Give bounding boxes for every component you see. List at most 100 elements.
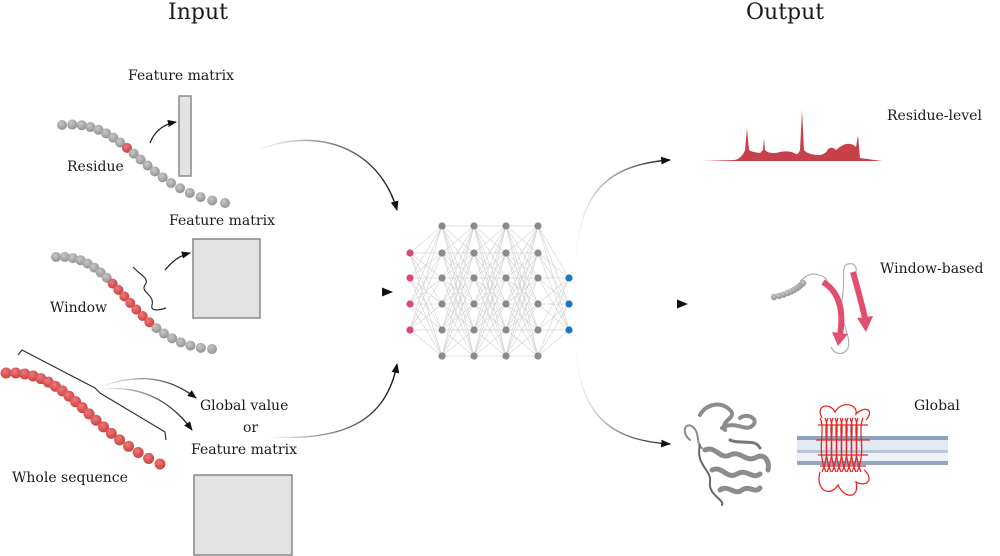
whole-sequence-label: Whole sequence	[12, 470, 128, 486]
output-title: Output	[746, 0, 825, 25]
grey-bead	[220, 198, 230, 208]
network-edge	[473, 225, 507, 305]
network-edge	[505, 225, 539, 305]
network-edge	[409, 225, 443, 254]
network-edge	[505, 225, 539, 279]
red-bead	[123, 440, 135, 452]
grey-bead	[166, 177, 177, 188]
network-edge	[441, 225, 475, 279]
hidden-node	[470, 274, 478, 282]
network-edge	[505, 225, 539, 331]
grey-bead	[195, 342, 206, 353]
grey-bead	[151, 323, 162, 334]
barrel-loop	[819, 404, 871, 421]
grey-bead	[115, 137, 126, 148]
red-bead	[125, 297, 136, 308]
hidden-node	[438, 222, 446, 230]
hidden-node	[470, 249, 478, 257]
grey-bead	[85, 122, 96, 133]
red-bead	[143, 452, 155, 464]
output-node	[565, 300, 573, 308]
hidden-node	[534, 274, 542, 282]
beta-strand-2	[850, 271, 868, 319]
network-edge	[441, 225, 475, 254]
grey-bead	[51, 252, 61, 262]
global-label: Global	[914, 398, 960, 414]
network-edge	[473, 225, 507, 279]
red-bead	[121, 142, 132, 153]
hidden-node	[534, 326, 542, 334]
residue-level-label: Residue-level	[887, 108, 982, 124]
network-edge	[409, 329, 443, 357]
hidden-node	[438, 274, 446, 282]
input-title: Input	[168, 0, 228, 25]
network-edge	[441, 329, 475, 357]
residue-feature-matrix	[178, 95, 192, 177]
network-edge	[409, 303, 443, 331]
network-edge	[473, 303, 507, 357]
red-bead	[10, 367, 22, 379]
grey-bead	[207, 195, 218, 206]
hidden-node	[502, 326, 510, 334]
network-edge	[505, 225, 539, 254]
hidden-node	[502, 300, 510, 308]
red-bead	[107, 278, 118, 289]
network-edge	[537, 225, 570, 279]
grey-bead	[195, 192, 206, 203]
network-edge	[505, 252, 539, 357]
network-edge	[409, 225, 443, 331]
hidden-node	[438, 249, 446, 257]
input-node	[406, 326, 414, 334]
hidden-node	[502, 352, 510, 360]
hidden-node	[502, 249, 510, 257]
red-bead	[114, 434, 126, 446]
output-node	[565, 326, 573, 334]
hidden-node	[534, 352, 542, 360]
network-edge	[473, 329, 507, 357]
hidden-node	[502, 274, 510, 282]
network-edge	[473, 225, 507, 254]
network-edge	[473, 225, 507, 357]
network-edge	[537, 303, 570, 357]
network-edge	[441, 252, 475, 357]
window-feature-matrix-label: Feature matrix	[169, 213, 275, 229]
residue-label: Residue	[67, 159, 124, 175]
network-edge	[537, 277, 570, 331]
grey-bead	[101, 128, 112, 139]
red-bead	[19, 368, 31, 380]
red-bead	[154, 458, 166, 470]
red-bead	[105, 427, 117, 439]
network-edge	[409, 277, 443, 331]
whole-to-global-value-arrow	[99, 377, 197, 399]
network-edge	[409, 252, 443, 331]
window-based-structure	[770, 263, 873, 355]
hidden-node	[438, 326, 446, 334]
whole-sequence-brace	[17, 349, 167, 441]
residue-bead-chain	[57, 119, 230, 208]
residue-to-matrix-arrow	[149, 119, 177, 144]
grey-bead	[770, 293, 778, 301]
network-edge	[537, 252, 570, 331]
grey-bead	[135, 154, 146, 165]
hidden-node	[470, 300, 478, 308]
network-edge	[441, 277, 475, 357]
grey-bead	[184, 187, 195, 198]
red-bead	[131, 304, 142, 315]
red-bead	[137, 311, 148, 322]
window-to-matrix-arrow	[164, 251, 191, 271]
network-edge	[505, 225, 539, 357]
input-node	[406, 274, 414, 282]
network-nodes	[406, 222, 573, 360]
grey-bead	[67, 119, 78, 130]
red-bead	[90, 414, 102, 426]
window-feature-matrix	[192, 238, 261, 319]
grey-bead	[185, 340, 196, 351]
globular-protein-structure	[683, 402, 771, 506]
arrow-network-to-residue-level	[574, 156, 671, 271]
window-based-label: Window-based	[880, 261, 984, 277]
residue-feature-matrix-label: Feature matrix	[128, 68, 234, 84]
hidden-node	[470, 222, 478, 230]
grey-bead	[175, 337, 186, 348]
red-bead	[132, 447, 144, 459]
